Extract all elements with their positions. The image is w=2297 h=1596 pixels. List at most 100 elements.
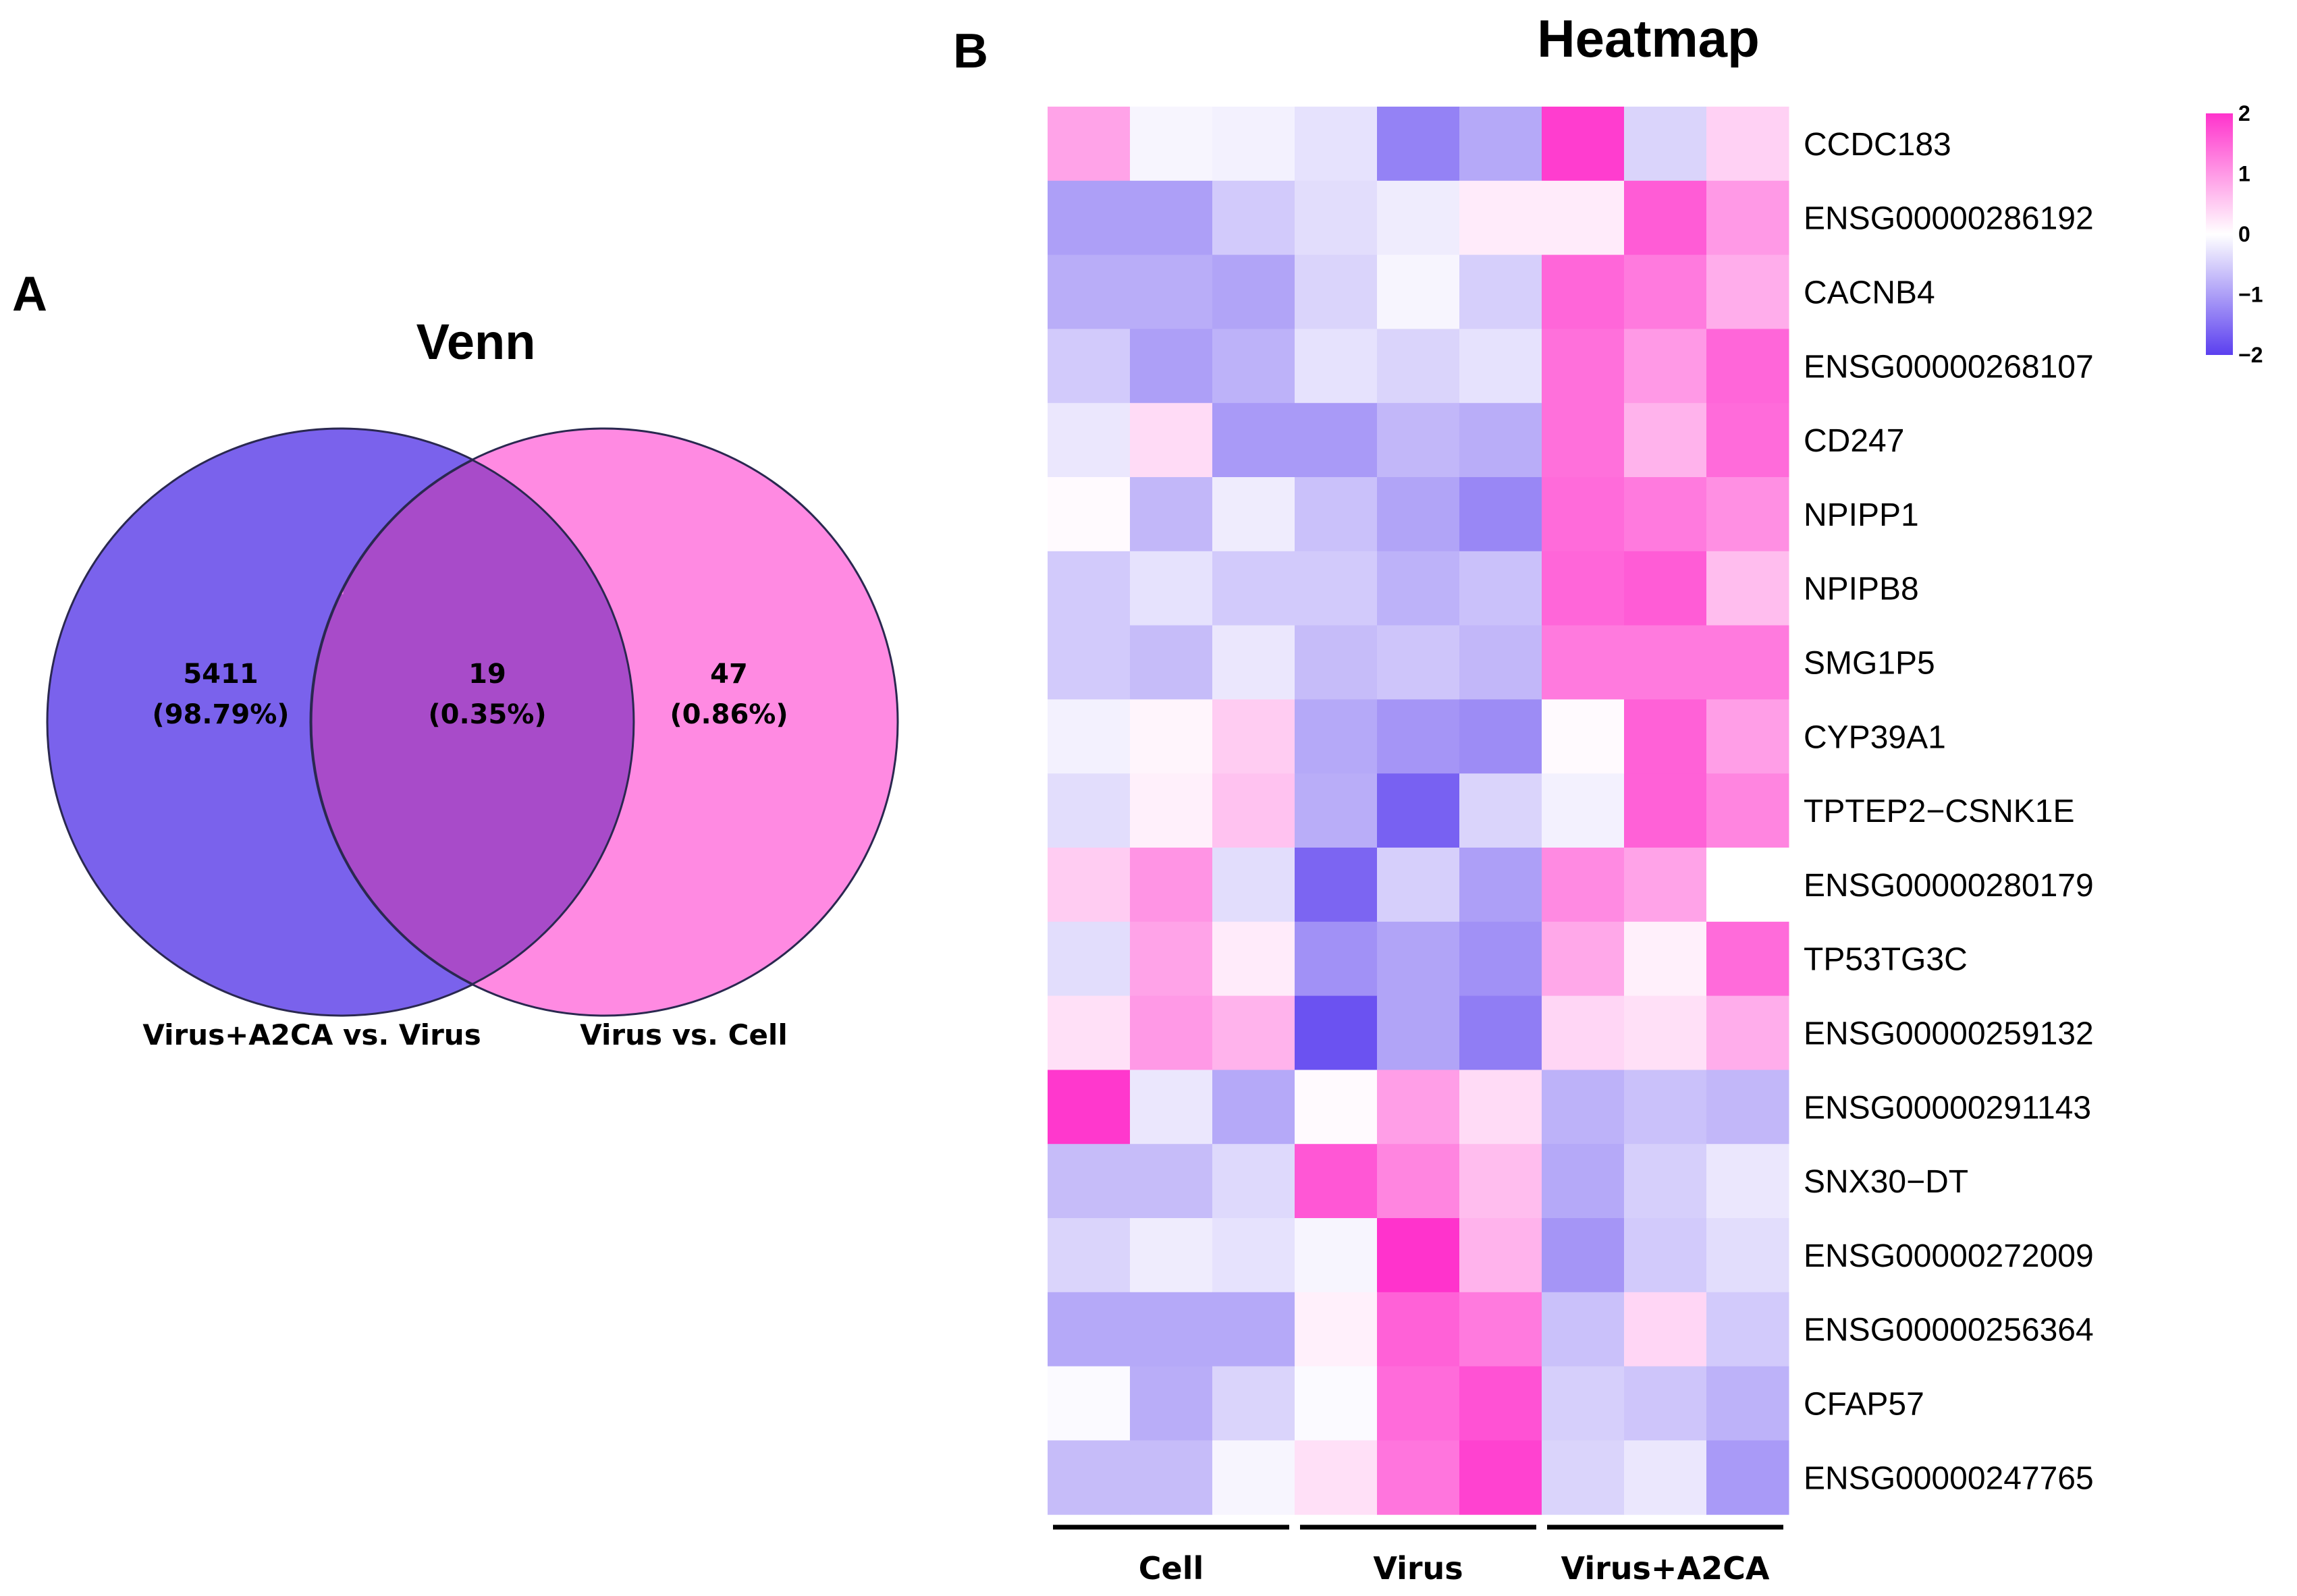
heatmap-cell [1130,995,1213,1070]
heatmap-cell [1624,1070,1707,1145]
group-label: Virus [1373,1550,1463,1587]
heatmap-cell [1706,699,1789,774]
heatmap-cell [1706,1440,1789,1515]
heatmap-cell [1459,1144,1542,1219]
heatmap-cell [1048,403,1131,478]
heatmap-row-label: SMG1P5 [1804,646,1935,682]
heatmap-cell [1377,180,1460,256]
heatmap-row-label: SNX30−DT [1804,1164,1968,1200]
legend-colorbar [2206,113,2233,355]
heatmap-cell [1624,848,1707,923]
heatmap-row-label: CYP39A1 [1804,719,1946,755]
legend-tick-label: 2 [2238,101,2250,126]
venn-left-percent: (98.79%) [152,699,289,730]
heatmap-cell [1212,1070,1295,1145]
heatmap-cell [1130,1218,1213,1293]
heatmap-row-label: ENSG00000291143 [1804,1090,2091,1126]
heatmap-cell [1377,699,1460,774]
heatmap-cell [1212,403,1295,478]
heatmap-cell [1706,625,1789,700]
heatmap-title: Heatmap [1537,9,1759,68]
heatmap-cell [1624,773,1707,848]
heatmap-cell [1459,1366,1542,1441]
heatmap-cell [1130,699,1213,774]
heatmap-row-label: NPIPP1 [1804,497,1919,533]
heatmap-cell [1212,1144,1295,1219]
heatmap-row-label: TPTEP2−CSNK1E [1804,794,2074,829]
heatmap-cell [1542,625,1625,700]
heatmap-cell [1130,477,1213,552]
heatmap-row-label: ENSG00000256364 [1804,1313,2094,1348]
heatmap-cell [1377,773,1460,848]
heatmap-cell [1542,1144,1625,1219]
heatmap-cell [1706,773,1789,848]
heatmap-cell [1295,699,1378,774]
heatmap-cell [1048,1292,1131,1367]
heatmap-cell [1459,254,1542,329]
heatmap-cell [1295,1440,1378,1515]
heatmap-cell [1295,848,1378,923]
heatmap-cell [1542,1440,1625,1515]
heatmap-cell [1542,107,1625,182]
heatmap-cell [1048,254,1131,329]
venn-set-a-label: Virus+A2CA vs. Virus [142,1018,481,1051]
heatmap-cell [1706,995,1789,1070]
heatmap-cell [1542,1070,1625,1145]
heatmap-row-label: ENSG00000272009 [1804,1238,2094,1274]
heatmap-cell [1130,329,1213,404]
heatmap-row-label: TP53TG3C [1804,942,1968,978]
heatmap-cell [1048,1070,1131,1145]
heatmap-cell [1130,1292,1213,1367]
heatmap-cell [1624,921,1707,997]
heatmap-cell [1542,329,1625,404]
heatmap-cell [1542,995,1625,1070]
heatmap-cell [1212,773,1295,848]
heatmap-cell [1706,107,1789,182]
heatmap-row-labels: CCDC183ENSG00000286192CACNB4ENSG00000268… [1804,127,2094,1496]
heatmap-cell [1459,1218,1542,1293]
heatmap-cell [1542,699,1625,774]
heatmap-cell [1212,995,1295,1070]
heatmap-cell [1130,180,1213,256]
heatmap [1048,107,1789,1515]
heatmap-cell [1706,403,1789,478]
heatmap-cell [1295,551,1378,626]
venn-overlap-count: 19 [468,659,506,690]
heatmap-cell [1377,1366,1460,1441]
heatmap-cell [1212,1218,1295,1293]
heatmap-cell [1377,329,1460,404]
heatmap-cell [1130,1366,1213,1441]
heatmap-cell [1706,1144,1789,1219]
heatmap-cell [1212,107,1295,182]
venn-diagram: 5411 (98.79%) 19 (0.35%) 47 (0.86%) Viru… [46,427,899,1051]
heatmap-cell [1048,1144,1131,1219]
heatmap-cell [1624,1292,1707,1367]
heatmap-cell [1624,1440,1707,1515]
legend-tick-label: −1 [2238,283,2263,307]
heatmap-cell [1377,477,1460,552]
heatmap-cell [1130,403,1213,478]
heatmap-cell [1624,477,1707,552]
group-label: Cell [1139,1550,1204,1587]
heatmap-cell [1130,921,1213,997]
heatmap-cell [1459,477,1542,552]
heatmap-cell [1624,551,1707,626]
heatmap-cell [1542,477,1625,552]
heatmap-cell [1624,699,1707,774]
heatmap-cell [1048,848,1131,923]
heatmap-cell [1212,329,1295,404]
heatmap-cell [1212,848,1295,923]
heatmap-cell [1212,1440,1295,1515]
heatmap-row-label: CACNB4 [1804,275,1935,311]
venn-right-percent: (0.86%) [670,699,788,730]
heatmap-cell [1130,254,1213,329]
heatmap-cell [1295,773,1378,848]
heatmap-cell [1542,180,1625,256]
venn-overlap-region [310,459,635,985]
heatmap-cell [1048,1440,1131,1515]
heatmap-cell [1706,1366,1789,1441]
heatmap-cell [1459,625,1542,700]
heatmap-cell [1048,995,1131,1070]
heatmap-cell [1706,1292,1789,1367]
heatmap-row-label: NPIPB8 [1804,572,1919,607]
